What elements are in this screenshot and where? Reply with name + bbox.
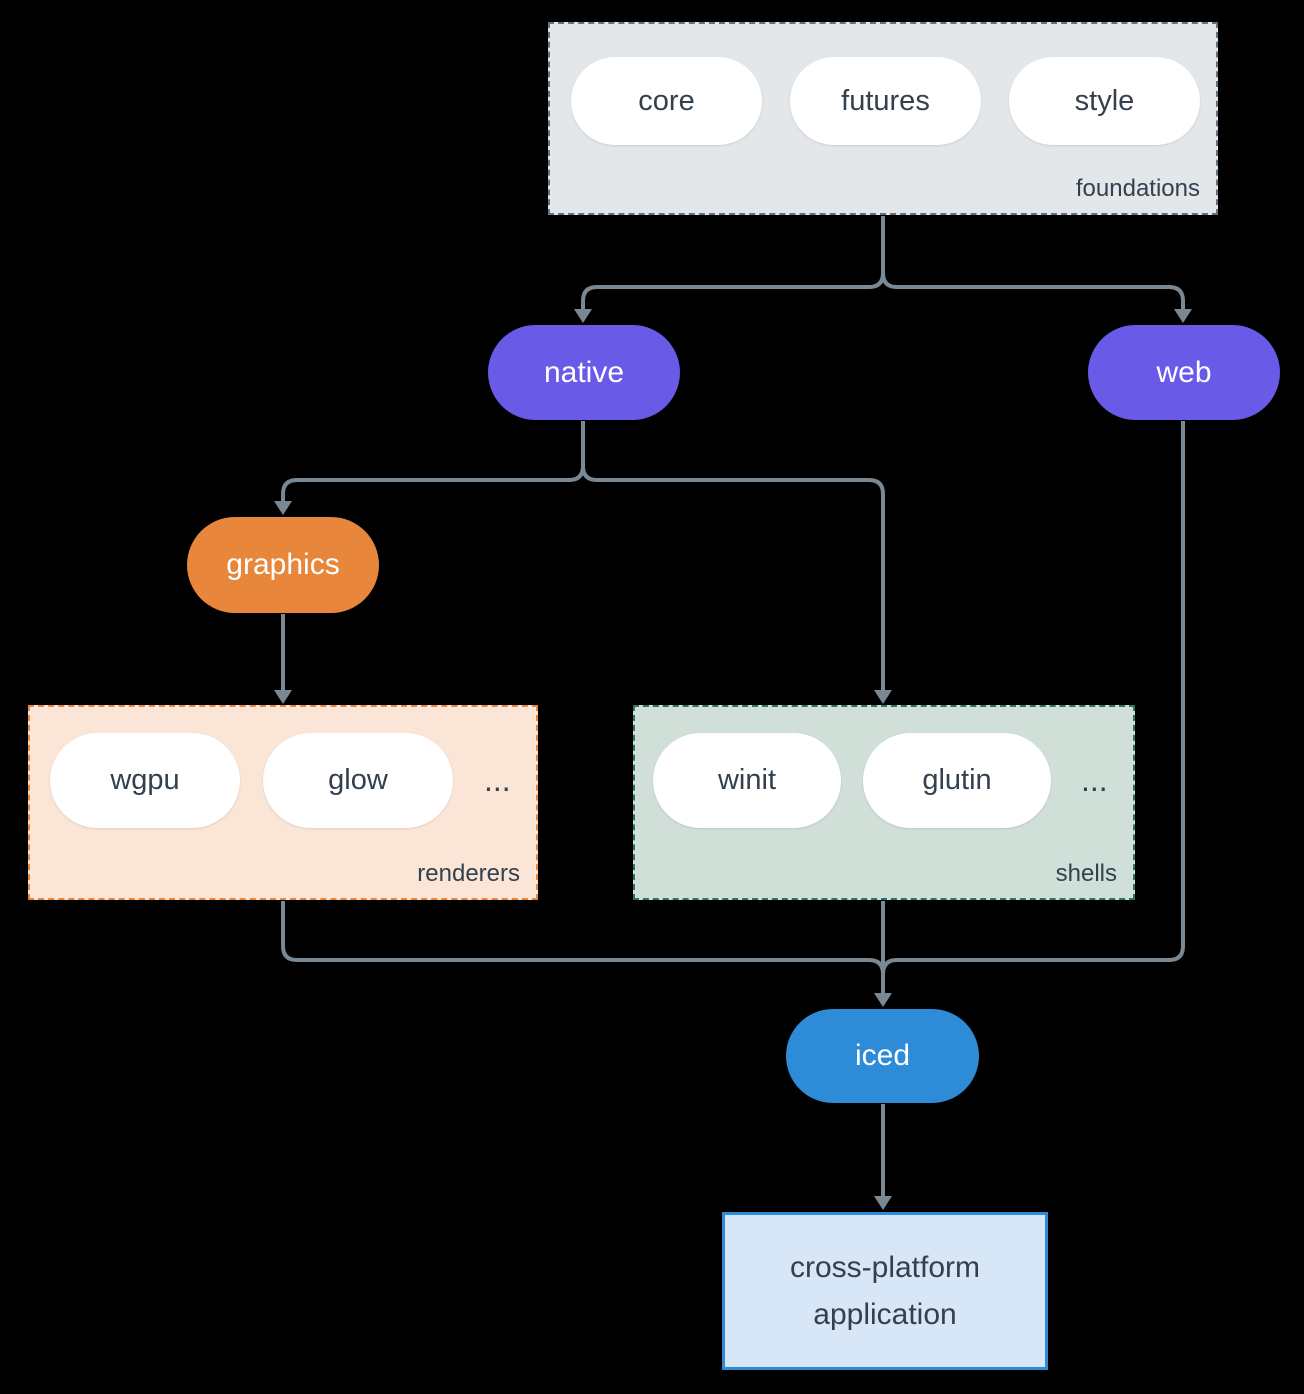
- node-glow: glow: [263, 733, 453, 828]
- node-winit: winit: [653, 733, 841, 828]
- node-glutin: glutin: [863, 733, 1051, 828]
- foundations-group-label: foundations: [1075, 175, 1200, 202]
- node-graphics: graphics: [187, 517, 379, 613]
- node-native: native: [488, 325, 680, 420]
- edge-native-graphics: [281, 421, 585, 504]
- node-core: core: [571, 57, 762, 145]
- shells-group-label: shells: [1055, 860, 1117, 887]
- node-style: style: [1009, 57, 1200, 145]
- node-wgpu: wgpu: [50, 733, 240, 828]
- node-cross-platform-application: cross-platform application: [722, 1212, 1048, 1370]
- shells-ellipsis: ...: [1081, 762, 1108, 798]
- edge-native-shells: [581, 421, 885, 693]
- node-web: web: [1088, 325, 1280, 420]
- node-futures: futures: [790, 57, 981, 145]
- foundations-pill-row: core futures style: [550, 24, 1216, 145]
- edge-foundations-web: [881, 216, 1185, 312]
- renderers-group: wgpu glow ... renderers: [28, 705, 538, 900]
- foundations-group: core futures style foundations: [548, 22, 1218, 215]
- renderers-ellipsis: ...: [484, 762, 511, 798]
- node-iced: iced: [786, 1009, 979, 1103]
- shells-group: winit glutin ... shells: [633, 705, 1135, 900]
- shells-pill-row: winit glutin ...: [635, 707, 1133, 828]
- renderers-group-label: renderers: [417, 860, 520, 887]
- edge-renderers-iced: [281, 901, 885, 996]
- arrowheads: [274, 309, 1192, 1210]
- renderers-pill-row: wgpu glow ...: [30, 707, 536, 828]
- edge-foundations-native: [581, 216, 885, 312]
